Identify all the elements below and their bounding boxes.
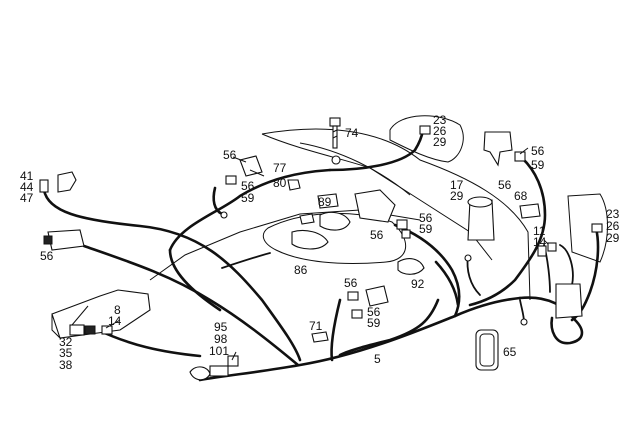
clip-71 bbox=[311, 331, 329, 343]
thin-wires bbox=[221, 244, 574, 323]
components bbox=[39, 115, 608, 381]
callout-56: 56 bbox=[531, 144, 545, 158]
callout-65: 65 bbox=[503, 345, 517, 359]
callout-35: 35 bbox=[59, 346, 73, 360]
connector-41-44-47 bbox=[39, 171, 77, 193]
callout-41: 41 bbox=[20, 169, 34, 183]
callout-56: 56 bbox=[419, 211, 433, 225]
callout-56: 56 bbox=[40, 249, 54, 263]
callout-59: 59 bbox=[367, 316, 381, 330]
terminal-3 bbox=[220, 211, 228, 219]
connector-56-59-upper-right bbox=[514, 151, 526, 162]
callout-56: 56 bbox=[367, 305, 381, 319]
callout-44: 44 bbox=[20, 180, 34, 194]
harness-wires bbox=[42, 128, 600, 382]
callout-8: 8 bbox=[114, 303, 121, 317]
callout-14: 14 bbox=[108, 314, 122, 328]
terminal-1 bbox=[464, 254, 472, 262]
callout-68: 68 bbox=[514, 189, 528, 203]
callout-56: 56 bbox=[344, 276, 358, 290]
callout-59: 59 bbox=[241, 191, 255, 205]
callout-59: 59 bbox=[531, 158, 545, 172]
bracket-upper-right bbox=[483, 131, 513, 167]
callout-86: 86 bbox=[294, 263, 308, 277]
terminal-2 bbox=[520, 318, 528, 326]
callout-17: 17 bbox=[450, 178, 464, 192]
lamp-socket-95-98-101 bbox=[189, 355, 239, 381]
connector-68 bbox=[519, 203, 541, 219]
callout-56: 56 bbox=[370, 228, 384, 242]
relay-plug bbox=[43, 235, 53, 245]
callout-labels: 74 23 26 29 56 59 56 56 59 77 80 41 44 4… bbox=[20, 113, 620, 372]
callout-101: 101 bbox=[209, 344, 229, 358]
callout-14: 14 bbox=[533, 235, 547, 249]
callout-56: 56 bbox=[498, 178, 512, 192]
callout-98: 98 bbox=[214, 332, 228, 346]
callout-5: 5 bbox=[374, 352, 381, 366]
callout-38: 38 bbox=[59, 358, 73, 372]
leader-lines bbox=[71, 147, 549, 361]
sensor-92 bbox=[397, 258, 425, 275]
callout-26: 26 bbox=[433, 124, 447, 138]
cap-23-26-29-top bbox=[389, 115, 464, 163]
callout-47: 47 bbox=[20, 191, 34, 205]
grommet-77 bbox=[331, 155, 341, 165]
callout-29: 29 bbox=[606, 231, 620, 245]
control-unit-8-14 bbox=[51, 289, 151, 339]
callout-26: 26 bbox=[606, 219, 620, 233]
callout-23: 23 bbox=[433, 113, 447, 127]
seal-65 bbox=[475, 329, 499, 371]
relay-89 bbox=[317, 193, 339, 209]
callout-80: 80 bbox=[273, 176, 287, 190]
relay-56-59-upper-left bbox=[239, 155, 263, 177]
relay-56-59-middle bbox=[354, 189, 396, 223]
callout-59: 59 bbox=[419, 222, 433, 236]
cap-23-26-29-right bbox=[567, 193, 608, 263]
callout-92: 92 bbox=[411, 277, 425, 291]
bolt-74 bbox=[329, 117, 341, 149]
connector-top bbox=[419, 125, 431, 135]
relay-56-left bbox=[47, 229, 85, 251]
connector-11-14 bbox=[547, 242, 557, 252]
callout-56: 56 bbox=[223, 148, 237, 162]
callout-56: 56 bbox=[241, 179, 255, 193]
callout-29: 29 bbox=[450, 189, 464, 203]
callout-71: 71 bbox=[309, 319, 323, 333]
washer-80 bbox=[287, 179, 301, 191]
module-right bbox=[555, 283, 583, 319]
callout-29: 29 bbox=[433, 135, 447, 149]
callout-77: 77 bbox=[273, 161, 287, 175]
relay-56-59-lower bbox=[365, 285, 389, 307]
callout-11: 11 bbox=[533, 224, 546, 238]
callout-74: 74 bbox=[345, 126, 359, 140]
callout-23: 23 bbox=[606, 207, 620, 221]
callout-32: 32 bbox=[59, 335, 73, 349]
callout-95: 95 bbox=[214, 320, 228, 334]
callout-89: 89 bbox=[318, 195, 332, 209]
